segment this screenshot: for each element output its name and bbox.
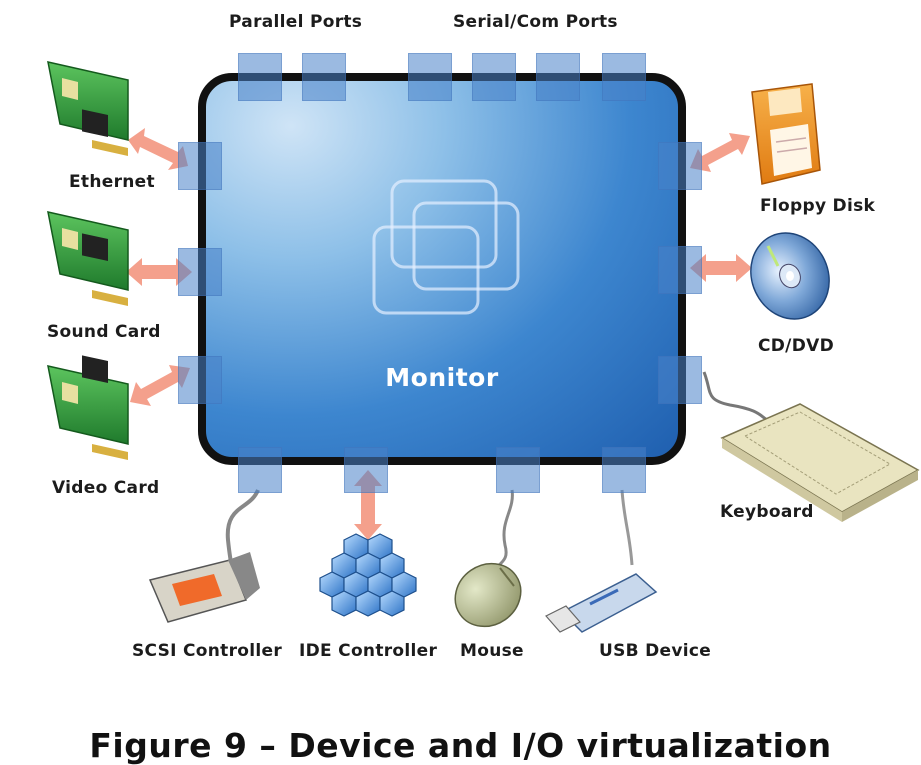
arrow-floppy [690, 133, 750, 172]
label-ide-controller: IDE Controller [299, 641, 438, 661]
label-parallel-ports: Parallel Ports [229, 12, 363, 32]
parallel-port-1 [238, 53, 282, 101]
label-video-card: Video Card [52, 478, 160, 498]
arrow-cd [690, 254, 752, 282]
serial-port-4 [602, 53, 646, 101]
port-ide [344, 447, 388, 493]
arrow-ethernet [128, 128, 188, 170]
mouse-icon [454, 562, 522, 628]
ethernet-card-icon [47, 61, 129, 156]
cable-keyboard [702, 371, 771, 424]
port-floppy [658, 142, 702, 190]
port-video-card [178, 356, 222, 404]
label-floppy-disk: Floppy Disk [760, 196, 876, 216]
label-serial-com-ports: Serial/Com Ports [453, 12, 618, 32]
keyboard-icon [720, 403, 920, 522]
serial-port-1 [408, 53, 452, 101]
label-keyboard: Keyboard [720, 502, 814, 522]
floppy-disk-icon [751, 83, 821, 185]
port-cd-dvd [658, 246, 702, 294]
label-scsi-controller: SCSI Controller [132, 641, 283, 661]
vm-logo-icon [372, 179, 520, 315]
port-ethernet [178, 142, 222, 190]
cable-mouse [497, 489, 514, 568]
monitor-label: Monitor [385, 363, 499, 392]
port-scsi [238, 447, 282, 493]
serial-port-2 [472, 53, 516, 101]
serial-port-3 [536, 53, 580, 101]
label-cd-dvd: CD/DVD [758, 336, 834, 356]
ide-hex-icon [319, 533, 417, 617]
label-mouse: Mouse [460, 641, 524, 661]
label-ethernet: Ethernet [69, 172, 155, 192]
scsi-connector-icon [148, 552, 260, 623]
label-sound-card: Sound Card [47, 322, 161, 342]
video-card-icon [47, 355, 129, 460]
port-mouse [496, 447, 540, 493]
monitor-box: Monitor [198, 73, 686, 465]
figure-caption: Figure 9 – Device and I/O virtualization [89, 726, 832, 765]
port-usb [602, 447, 646, 493]
arrow-sound-card [126, 258, 192, 286]
arrow-video-card [130, 365, 190, 406]
parallel-port-2 [302, 53, 346, 101]
sound-card-icon [47, 211, 129, 306]
cable-usb [620, 489, 634, 566]
port-keyboard [658, 356, 702, 404]
label-usb-device: USB Device [599, 641, 712, 661]
usb-device-icon [545, 573, 658, 633]
cd-dvd-icon [750, 232, 830, 320]
port-sound-card [178, 248, 222, 296]
